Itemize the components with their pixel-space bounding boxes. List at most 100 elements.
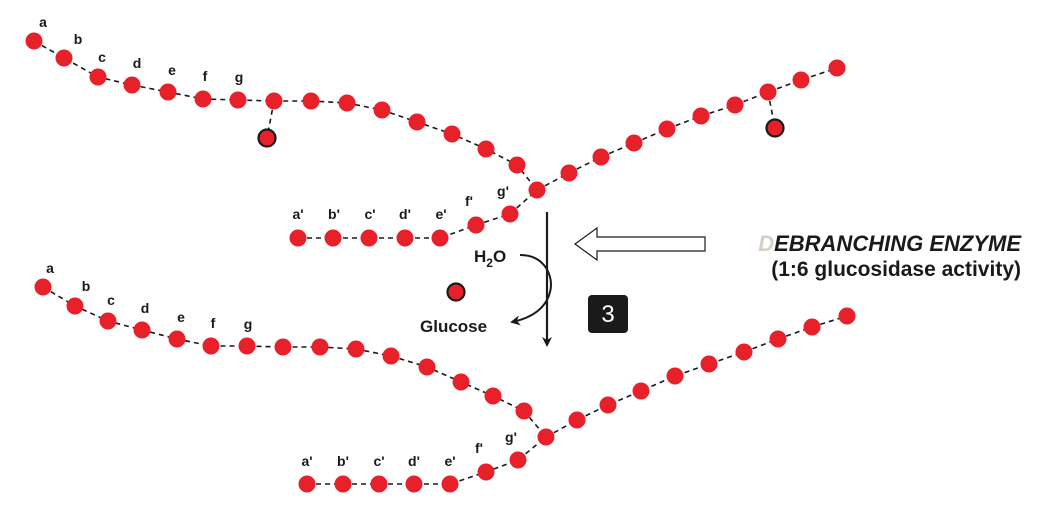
glucose-residue (202, 337, 220, 355)
glucose-residue (838, 307, 856, 325)
hydrolysis-curve-arrow (510, 254, 552, 326)
residue-label: b' (328, 206, 340, 222)
residue-label: d (133, 55, 142, 71)
residue-label: c (107, 292, 115, 308)
glucose-residue (509, 451, 527, 469)
top-right-chain-bonds (536, 67, 838, 191)
residue-label: a (46, 260, 54, 276)
glucose-residue (508, 156, 526, 174)
branch-point-residue (528, 181, 546, 199)
glucose-residue (370, 475, 388, 493)
glucose-residue (625, 134, 643, 152)
residue-label: g' (505, 429, 517, 445)
residue-label: a' (292, 206, 303, 222)
glucose-residue (477, 140, 495, 158)
residue-label: a (39, 14, 47, 30)
glucose-residue (692, 107, 710, 125)
glucose-residue (347, 340, 365, 358)
glucose-residue (159, 83, 177, 101)
glucose-residue (431, 229, 449, 247)
glucose-residue (360, 229, 378, 247)
glucose-residue (334, 475, 352, 493)
glucose-residue (274, 338, 292, 356)
glucose-residue (726, 96, 744, 114)
glucose-residue (55, 49, 73, 67)
glucose-residue (560, 164, 578, 182)
residue-label: g (235, 69, 244, 85)
enzyme-activity: (1:6 glucosidase activity) (771, 258, 1021, 281)
enzyme-callout: DEBRANCHING ENZYME (1:6 glucosidase acti… (573, 226, 1022, 281)
glucose-residue (382, 347, 400, 365)
step-number: 3 (601, 301, 614, 328)
glucose-residue (759, 83, 777, 101)
glucose-residue (66, 297, 84, 315)
bottom-outer-chain-bonds (42, 286, 547, 438)
enzyme-name: DEBRANCHING ENZYME (758, 231, 1022, 256)
residue-label: e' (444, 453, 455, 469)
glucose-residue (441, 475, 459, 493)
residue-label: f' (465, 193, 473, 209)
glucose-residue (828, 59, 846, 77)
glucose-residue (769, 330, 787, 348)
glucose-residue (792, 71, 810, 89)
bottom-residues (34, 278, 856, 493)
residue-label: c' (373, 453, 384, 469)
top-inner-labels: a' b' c' d' e' f' g' (292, 183, 509, 222)
enzyme-hollow-arrow (573, 226, 706, 262)
residue-label: f (203, 68, 208, 84)
residue-label: d' (408, 453, 420, 469)
glucose-residue (133, 321, 151, 339)
residue-label: d (141, 300, 150, 316)
glucose-residue (592, 148, 610, 166)
residue-label: d' (399, 206, 411, 222)
glucose-residue (194, 90, 212, 108)
residue-label: c (98, 49, 106, 65)
glucose-residue (443, 125, 461, 143)
glucose-residue (324, 229, 342, 247)
residue-label: f' (475, 440, 483, 456)
top-residues (25, 32, 846, 247)
top-outer-chain-bonds (33, 40, 538, 191)
glucose-residue (568, 411, 586, 429)
glucose-residue (25, 32, 43, 50)
branch-point-residue (537, 428, 555, 446)
glucose-residue (467, 216, 485, 234)
top-outer-labels: a b c d e f g (39, 14, 243, 85)
glucose-residue (373, 101, 391, 119)
residue-label: a' (301, 453, 312, 469)
bottom-outer-labels: a b c d e f g (46, 260, 252, 332)
glucose-residue (418, 358, 436, 376)
side-branch-residue (765, 118, 785, 138)
residue-label: e (177, 309, 185, 325)
residue-label: b (74, 31, 83, 47)
residue-label: c' (364, 206, 375, 222)
glucose-residue (452, 373, 470, 391)
glucose-residue (123, 76, 141, 94)
glucose-residue (658, 120, 676, 138)
glucose-residue (311, 338, 329, 356)
glucose-residue (34, 278, 52, 296)
glucose-residue (298, 475, 316, 493)
glucose-residue (599, 396, 617, 414)
glucose-residue (289, 229, 307, 247)
bottom-right-chain-bonds (545, 315, 848, 438)
glucose-residue (501, 205, 519, 223)
free-glucose-residue (446, 282, 466, 302)
bottom-branched-structure: a b c d e f g a' b' c' d' e' f' g' (34, 260, 856, 493)
glucose-residue (265, 92, 283, 110)
glucose-residue (338, 94, 356, 112)
glucose-residue (477, 463, 495, 481)
residue-label: b (82, 278, 91, 294)
residue-label: b' (337, 453, 349, 469)
glucose-residue (302, 92, 320, 110)
glucose-residue (735, 343, 753, 361)
residue-label: e' (435, 206, 446, 222)
glucose-residue (396, 229, 414, 247)
reaction-step: H2O Glucose 3 (420, 212, 628, 347)
glucose-residue (484, 387, 502, 405)
residue-label: e (168, 62, 176, 78)
glucose-residue (405, 475, 423, 493)
water-label: H2O (474, 247, 506, 270)
glucose-residue (238, 337, 256, 355)
